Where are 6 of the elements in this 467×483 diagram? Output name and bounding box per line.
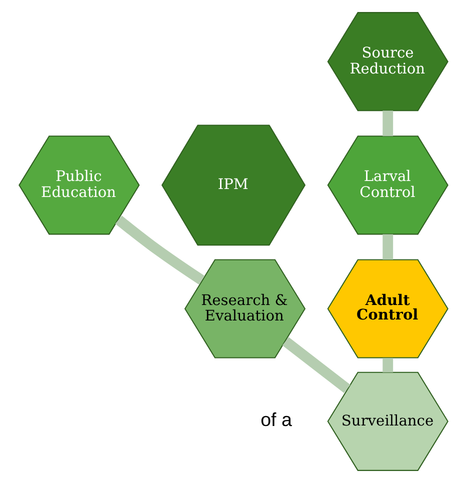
label: of a bbox=[260, 409, 292, 430]
connector bbox=[382, 358, 394, 372]
connector bbox=[115, 216, 205, 285]
connector bbox=[382, 110, 394, 136]
connector bbox=[282, 337, 350, 394]
connector bbox=[382, 234, 394, 260]
